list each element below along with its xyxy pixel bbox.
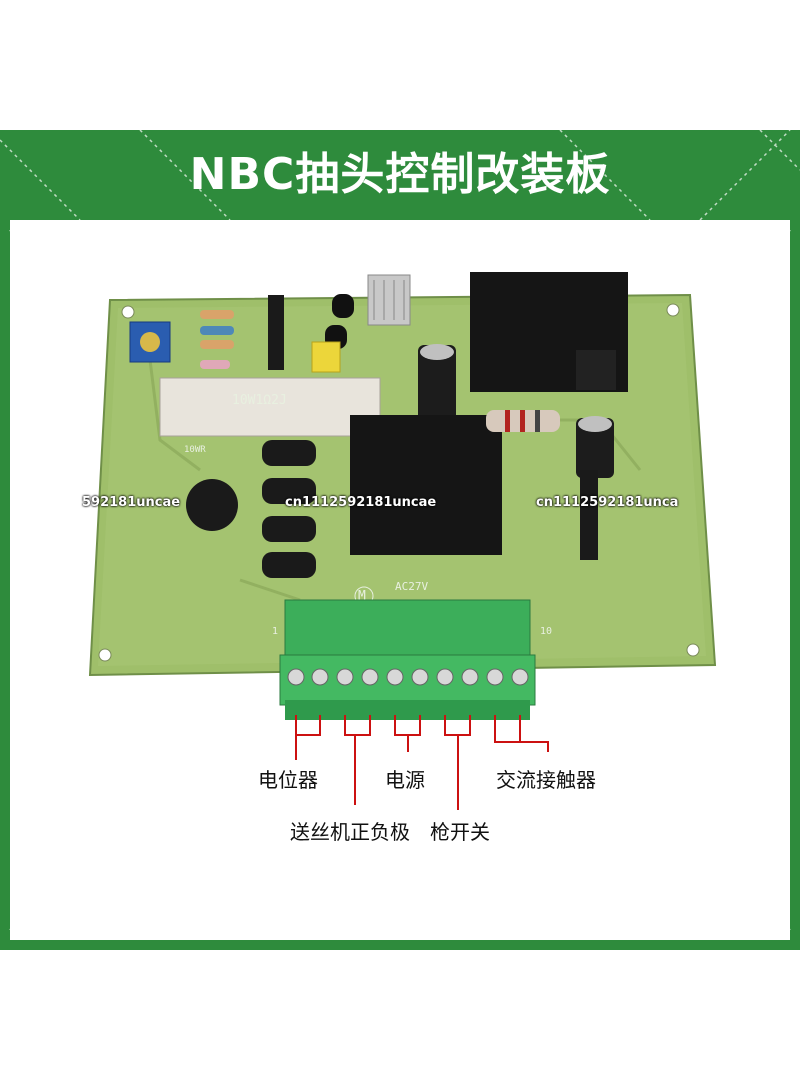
heatsink bbox=[367, 274, 411, 326]
electrolytic-capacitor bbox=[576, 418, 614, 478]
title-banner: NBC抽头控制改装板 bbox=[0, 130, 800, 220]
pin-1-label: 1 bbox=[272, 626, 278, 637]
label-wire-feeder: 送丝机正负极 bbox=[290, 820, 410, 844]
small-resistors bbox=[200, 310, 234, 369]
dotted-pattern bbox=[9, 229, 791, 931]
label-ac-contactor: 交流接触器 bbox=[496, 768, 596, 792]
watermark: cn1112592181unca bbox=[536, 495, 679, 510]
diodes bbox=[262, 440, 316, 578]
ic-component bbox=[268, 295, 284, 370]
terminal-screws bbox=[287, 668, 529, 686]
ic-component bbox=[580, 470, 598, 560]
leader-lines bbox=[295, 715, 549, 810]
mount-hole bbox=[666, 303, 680, 317]
banner-pattern bbox=[0, 130, 800, 220]
page-title: NBC抽头控制改装板 bbox=[189, 149, 611, 200]
resistor-marking: 10W1Ω2J bbox=[232, 393, 287, 408]
yellow-capacitor bbox=[311, 341, 341, 373]
rectifier bbox=[186, 479, 238, 531]
electrolytic-capacitor bbox=[418, 345, 456, 425]
watermark: 592181uncae bbox=[82, 495, 181, 510]
silk-ac: AC27V bbox=[395, 580, 428, 593]
image-frame bbox=[0, 220, 800, 950]
silk-r-power: 10WR bbox=[184, 445, 206, 455]
watermark: cn1112592181uncae bbox=[285, 495, 437, 510]
power-resistor bbox=[159, 377, 381, 437]
mount-hole bbox=[98, 648, 112, 662]
frame-bottom bbox=[0, 940, 800, 950]
mount-hole bbox=[686, 643, 700, 657]
silk-motor: M bbox=[358, 589, 366, 604]
label-power: 电源 bbox=[385, 768, 425, 792]
label-gun-switch: 枪开关 bbox=[430, 820, 490, 844]
transistor bbox=[332, 294, 354, 318]
terminal-block bbox=[279, 599, 536, 720]
relay-center bbox=[350, 415, 502, 555]
mount-hole bbox=[121, 305, 135, 319]
pin-10-label: 10 bbox=[540, 626, 552, 637]
label-potentiometer: 电位器 bbox=[258, 768, 318, 792]
